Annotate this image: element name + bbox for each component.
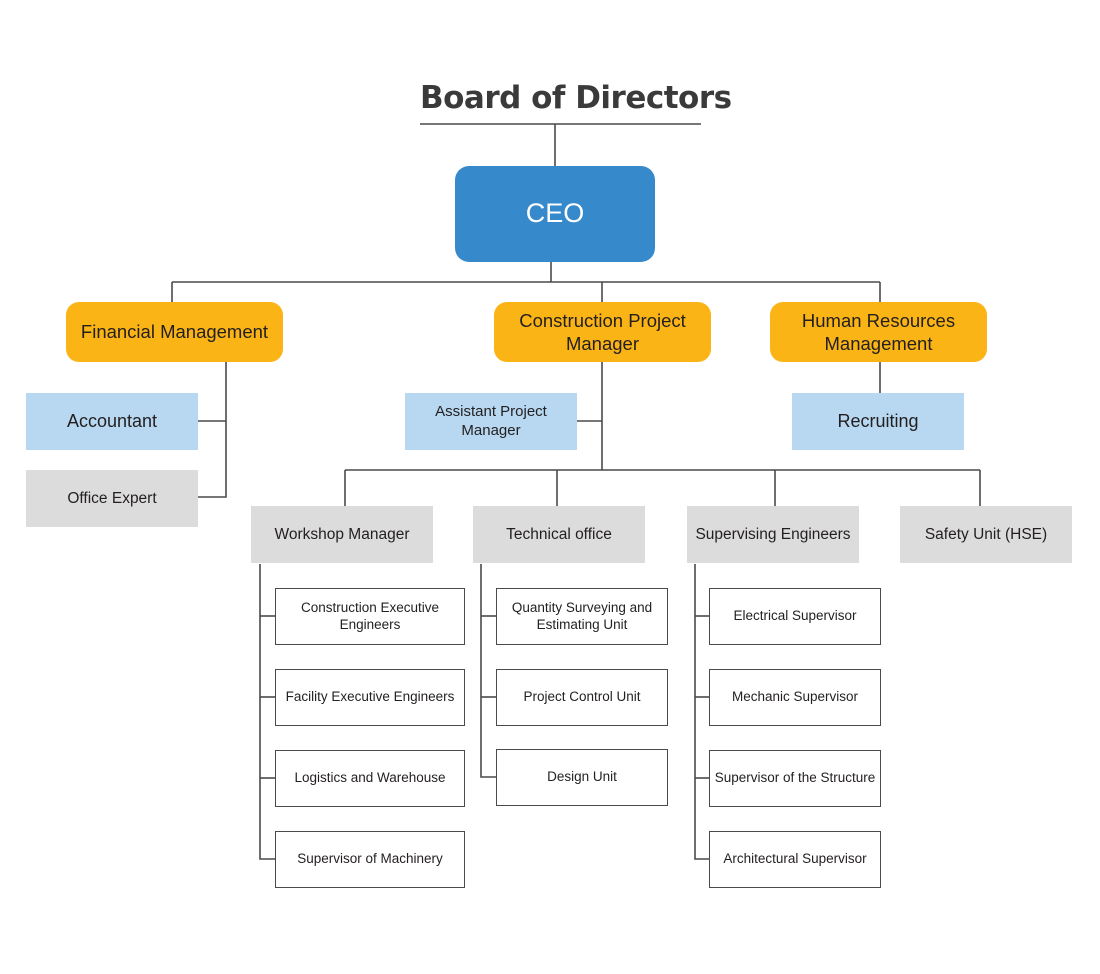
facility-executive-engineers-node[interactable]: Facility Executive Engineers	[275, 669, 465, 726]
ceo-node[interactable]: CEO	[455, 166, 655, 262]
quantity-surveying-node[interactable]: Quantity Surveying and Estimating Unit	[496, 588, 668, 645]
safety-unit-node[interactable]: Safety Unit (HSE)	[900, 506, 1072, 563]
workshop-manager-node[interactable]: Workshop Manager	[251, 506, 433, 563]
supervising-engineers-node[interactable]: Supervising Engineers	[687, 506, 859, 563]
supervisor-of-machinery-node[interactable]: Supervisor of Machinery	[275, 831, 465, 888]
construction-project-manager-node[interactable]: Construction Project Manager	[494, 302, 711, 362]
supervisor-of-the-structure-node[interactable]: Supervisor of the Structure	[709, 750, 881, 807]
human-resources-management-node[interactable]: Human Resources Management	[770, 302, 987, 362]
recruiting-node[interactable]: Recruiting	[792, 393, 964, 450]
office-expert-node[interactable]: Office Expert	[26, 470, 198, 527]
logistics-and-warehouse-node[interactable]: Logistics and Warehouse	[275, 750, 465, 807]
electrical-supervisor-node[interactable]: Electrical Supervisor	[709, 588, 881, 645]
technical-children-connector	[480, 564, 496, 778]
accountant-node[interactable]: Accountant	[26, 393, 198, 450]
technical-office-node[interactable]: Technical office	[473, 506, 645, 563]
financial-management-node[interactable]: Financial Management	[66, 302, 283, 362]
supervising-children-connector	[694, 564, 709, 860]
architectural-supervisor-node[interactable]: Architectural Supervisor	[709, 831, 881, 888]
assistant-project-manager-node[interactable]: Assistant Project Manager	[405, 393, 577, 450]
board-of-directors-title: Board of Directors	[420, 80, 732, 116]
financial-children-connector	[198, 362, 227, 498]
mechanic-supervisor-node[interactable]: Mechanic Supervisor	[709, 669, 881, 726]
design-unit-node[interactable]: Design Unit	[496, 749, 668, 806]
construction-executive-engineers-node[interactable]: Construction Executive Engineers	[275, 588, 465, 645]
project-control-unit-node[interactable]: Project Control Unit	[496, 669, 668, 726]
workshop-children-connector	[259, 564, 275, 860]
